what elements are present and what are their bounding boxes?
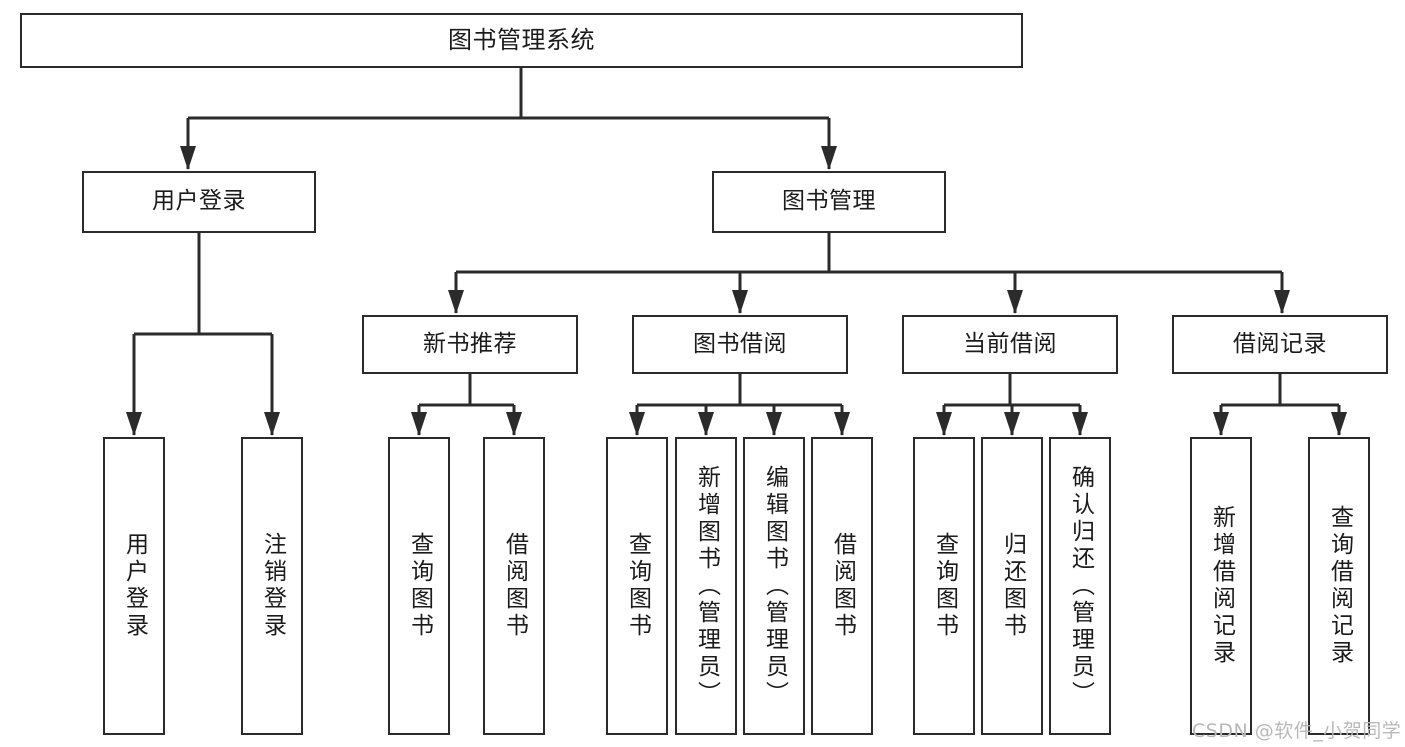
node-leaf-4[interactable]: 借阅图书 xyxy=(483,437,545,735)
node-label: 新增借阅记录 xyxy=(1208,505,1235,667)
node-label: 编辑图书（管理员） xyxy=(761,464,788,708)
node-label: 确认归还（管理员） xyxy=(1067,464,1094,708)
node-label: 当前借阅 xyxy=(963,330,1057,357)
node-leaf-10[interactable]: 归还图书 xyxy=(981,437,1043,735)
node-label: 图书管理 xyxy=(782,188,876,215)
node-label: 查询图书 xyxy=(931,532,958,640)
node-leaf-12[interactable]: 新增借阅记录 xyxy=(1190,437,1252,735)
node-leaf-7[interactable]: 编辑图书（管理员） xyxy=(743,437,805,735)
node-bookmgmt[interactable]: 图书管理 xyxy=(712,171,946,233)
node-borrow[interactable]: 图书借阅 xyxy=(632,315,848,374)
node-label: 用户登录 xyxy=(121,532,148,640)
node-leaf-5[interactable]: 查询图书 xyxy=(606,437,668,735)
node-leaf-8[interactable]: 借阅图书 xyxy=(811,437,873,735)
node-label: 图书借阅 xyxy=(693,330,787,357)
node-current[interactable]: 当前借阅 xyxy=(902,315,1118,374)
node-label: 借阅记录 xyxy=(1233,330,1327,357)
node-label: 查询图书 xyxy=(406,532,433,640)
node-leaf-13[interactable]: 查询借阅记录 xyxy=(1308,437,1370,735)
node-label: 新增图书（管理员） xyxy=(693,464,720,708)
node-leaf-6[interactable]: 新增图书（管理员） xyxy=(675,437,737,735)
node-root[interactable]: 图书管理系统 xyxy=(20,13,1023,68)
watermark: CSDN @软件_小贺同学 xyxy=(1192,720,1402,742)
node-label: 注销登录 xyxy=(259,532,286,640)
node-label: 查询借阅记录 xyxy=(1326,505,1353,667)
node-label: 归还图书 xyxy=(999,532,1026,640)
node-leaf-3[interactable]: 查询图书 xyxy=(388,437,450,735)
node-label: 借阅图书 xyxy=(829,532,856,640)
node-newbook[interactable]: 新书推荐 xyxy=(362,315,578,374)
node-leaf-9[interactable]: 查询图书 xyxy=(913,437,975,735)
node-label: 查询图书 xyxy=(624,532,651,640)
node-leaf-1[interactable]: 用户登录 xyxy=(103,437,165,735)
node-records[interactable]: 借阅记录 xyxy=(1172,315,1388,374)
node-leaf-11[interactable]: 确认归还（管理员） xyxy=(1049,437,1111,735)
node-label: 借阅图书 xyxy=(501,532,528,640)
node-login[interactable]: 用户登录 xyxy=(82,171,316,233)
node-label: 新书推荐 xyxy=(423,330,517,357)
node-label: 图书管理系统 xyxy=(448,26,595,55)
node-label: 用户登录 xyxy=(152,188,246,215)
node-leaf-2[interactable]: 注销登录 xyxy=(241,437,303,735)
